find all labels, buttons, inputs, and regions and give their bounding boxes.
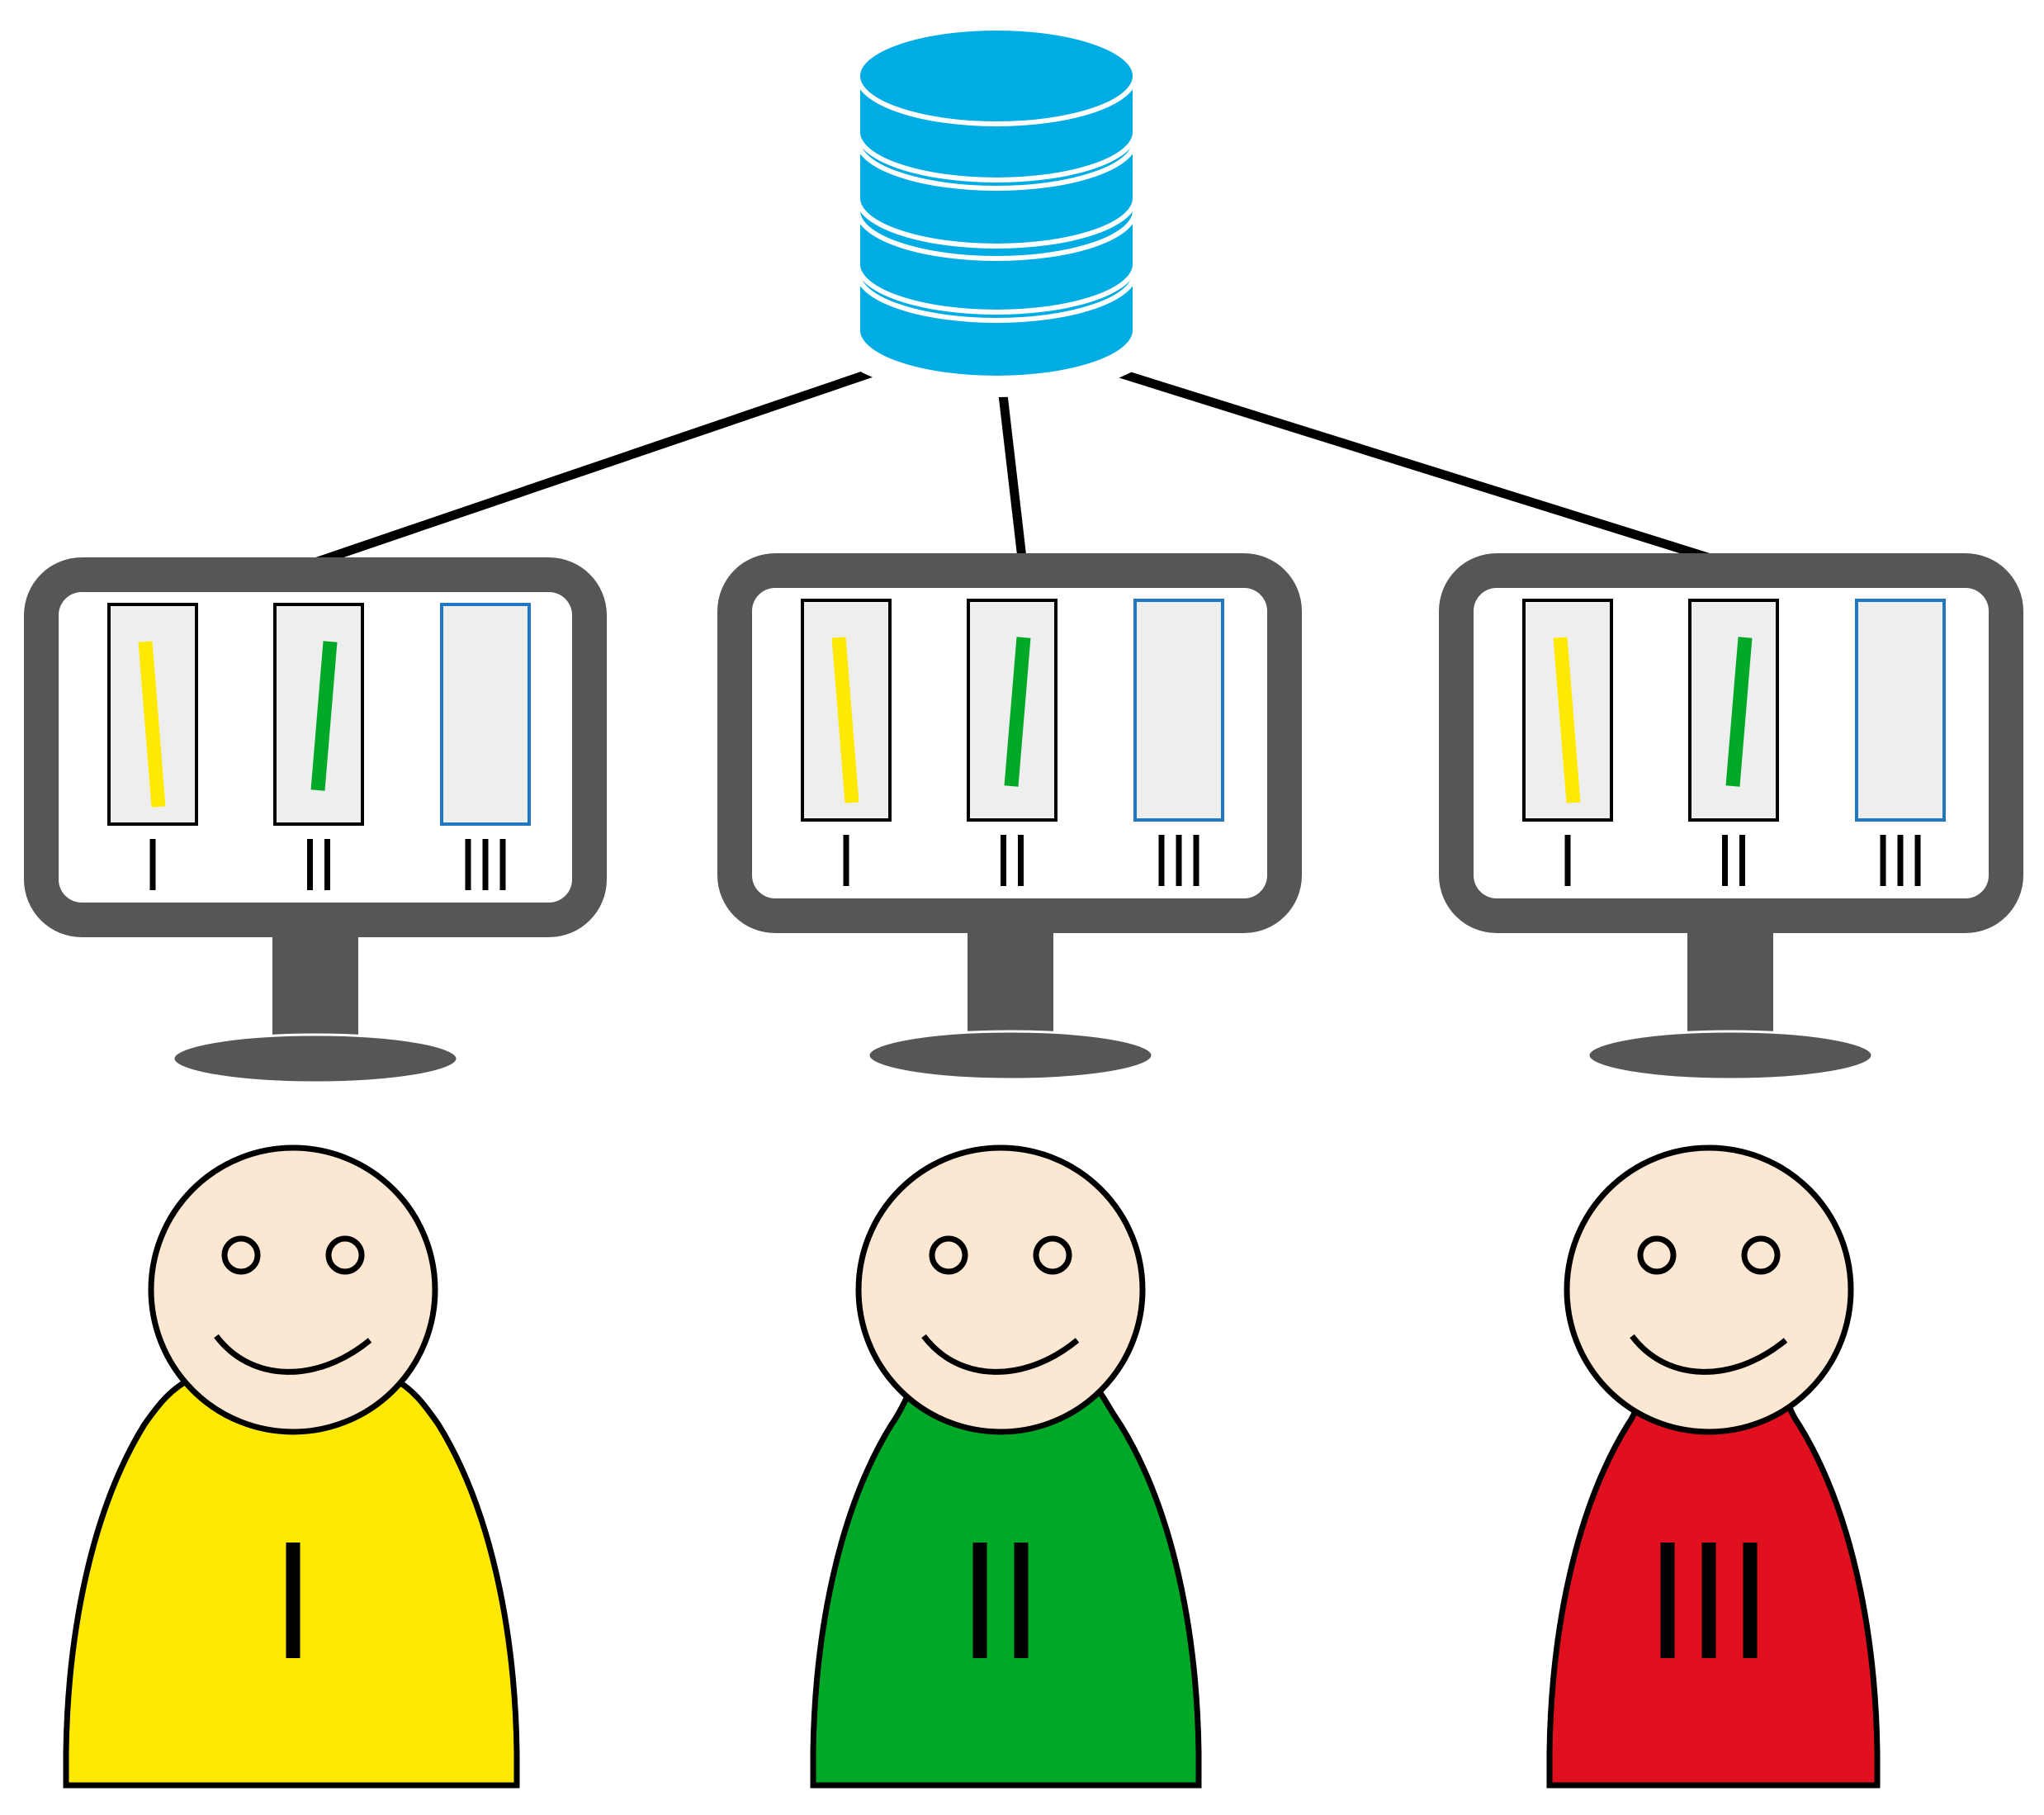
right-eye-icon (1741, 1235, 1781, 1275)
panel-label-bar (1001, 835, 1006, 886)
user-2: II (810, 1144, 1202, 1789)
panel-label: III (1880, 835, 1921, 886)
panel-label-bar (499, 839, 506, 890)
monitor-stand (1687, 925, 1773, 1047)
panel-mark (138, 641, 166, 808)
screen-panel-I: I (801, 599, 892, 886)
panel-label-bar (482, 839, 489, 890)
panel-mark (1725, 637, 1753, 787)
panel-label-bar (1158, 835, 1165, 886)
right-eye-icon (1033, 1235, 1072, 1275)
panel-label: II (307, 839, 330, 890)
right-eye-icon (325, 1235, 365, 1275)
panel-label-bar (1914, 835, 1921, 886)
left-eye-icon (221, 1235, 261, 1275)
screen-panel-I: I (1522, 599, 1613, 886)
panel-label: I (149, 839, 156, 890)
user-label: III (1660, 1543, 1758, 1658)
screen-panel-I: I (107, 603, 198, 890)
user-label-bar (1701, 1543, 1716, 1658)
smile-icon (1630, 1334, 1788, 1375)
panel-box (1855, 599, 1946, 822)
panel-label-bar (149, 839, 156, 890)
left-eye-icon (929, 1235, 968, 1275)
panel-label-bar (1897, 835, 1904, 886)
monitor-base (172, 1033, 459, 1084)
screen-panel-III: III (440, 603, 531, 890)
screen-panel-III: III (1855, 599, 1946, 886)
user-label-bar (1660, 1543, 1675, 1658)
connection-line-2 (998, 394, 1027, 559)
connection-line-3 (1113, 367, 1712, 563)
user-label-bar (1743, 1543, 1758, 1658)
monitor-base (867, 1030, 1154, 1081)
panel-label-bar (324, 839, 330, 890)
screen-panel-II: II (967, 599, 1057, 886)
screen-panel-III: III (1133, 599, 1224, 886)
panel-label: III (465, 839, 506, 890)
user-label: I (286, 1543, 300, 1658)
smile-icon (214, 1334, 372, 1375)
user-head (148, 1144, 438, 1435)
connection-line-1 (304, 367, 877, 571)
panel-box (440, 603, 531, 826)
left-eye-icon (1637, 1235, 1677, 1275)
database-icon (834, 26, 1159, 397)
connection-lines (304, 367, 1712, 571)
panel-label: III (1158, 835, 1199, 886)
database-disk (855, 26, 1138, 182)
panel-label-bar (307, 839, 313, 890)
panel-label-bar (1176, 835, 1182, 886)
user-label: II (972, 1543, 1029, 1658)
panel-label-bar (1018, 835, 1024, 886)
smile-icon (921, 1334, 1080, 1375)
panel-label-bar (1880, 835, 1886, 886)
panel-label: II (1722, 835, 1745, 886)
panel-label-bar (1722, 835, 1728, 886)
user-label-bar (286, 1543, 300, 1658)
monitor-base (1587, 1030, 1874, 1081)
panel-box (1133, 599, 1224, 822)
panel-mark (831, 637, 859, 803)
panel-label: II (1001, 835, 1024, 886)
user-label-bar (972, 1543, 987, 1658)
panel-mark (310, 641, 338, 791)
user-head (1564, 1144, 1854, 1435)
panel-label: I (843, 835, 849, 886)
user-label-bar (1014, 1543, 1029, 1658)
screen-panel-II: II (1688, 599, 1779, 886)
user-3: III (1546, 1144, 1881, 1789)
panel-mark (1553, 637, 1581, 803)
screen-panel-II: II (273, 603, 364, 890)
panel-label-bar (1193, 835, 1199, 886)
panel-label-bar (843, 835, 849, 886)
panel-label-bar (1564, 835, 1571, 886)
monitor-stand (968, 925, 1053, 1047)
panel-mark (1004, 637, 1031, 787)
panel-label-bar (1739, 835, 1745, 886)
panel-label-bar (465, 839, 471, 890)
panel-label: I (1564, 835, 1571, 886)
user-1: I (63, 1144, 520, 1789)
user-head (855, 1144, 1146, 1435)
monitor-stand (272, 929, 358, 1050)
